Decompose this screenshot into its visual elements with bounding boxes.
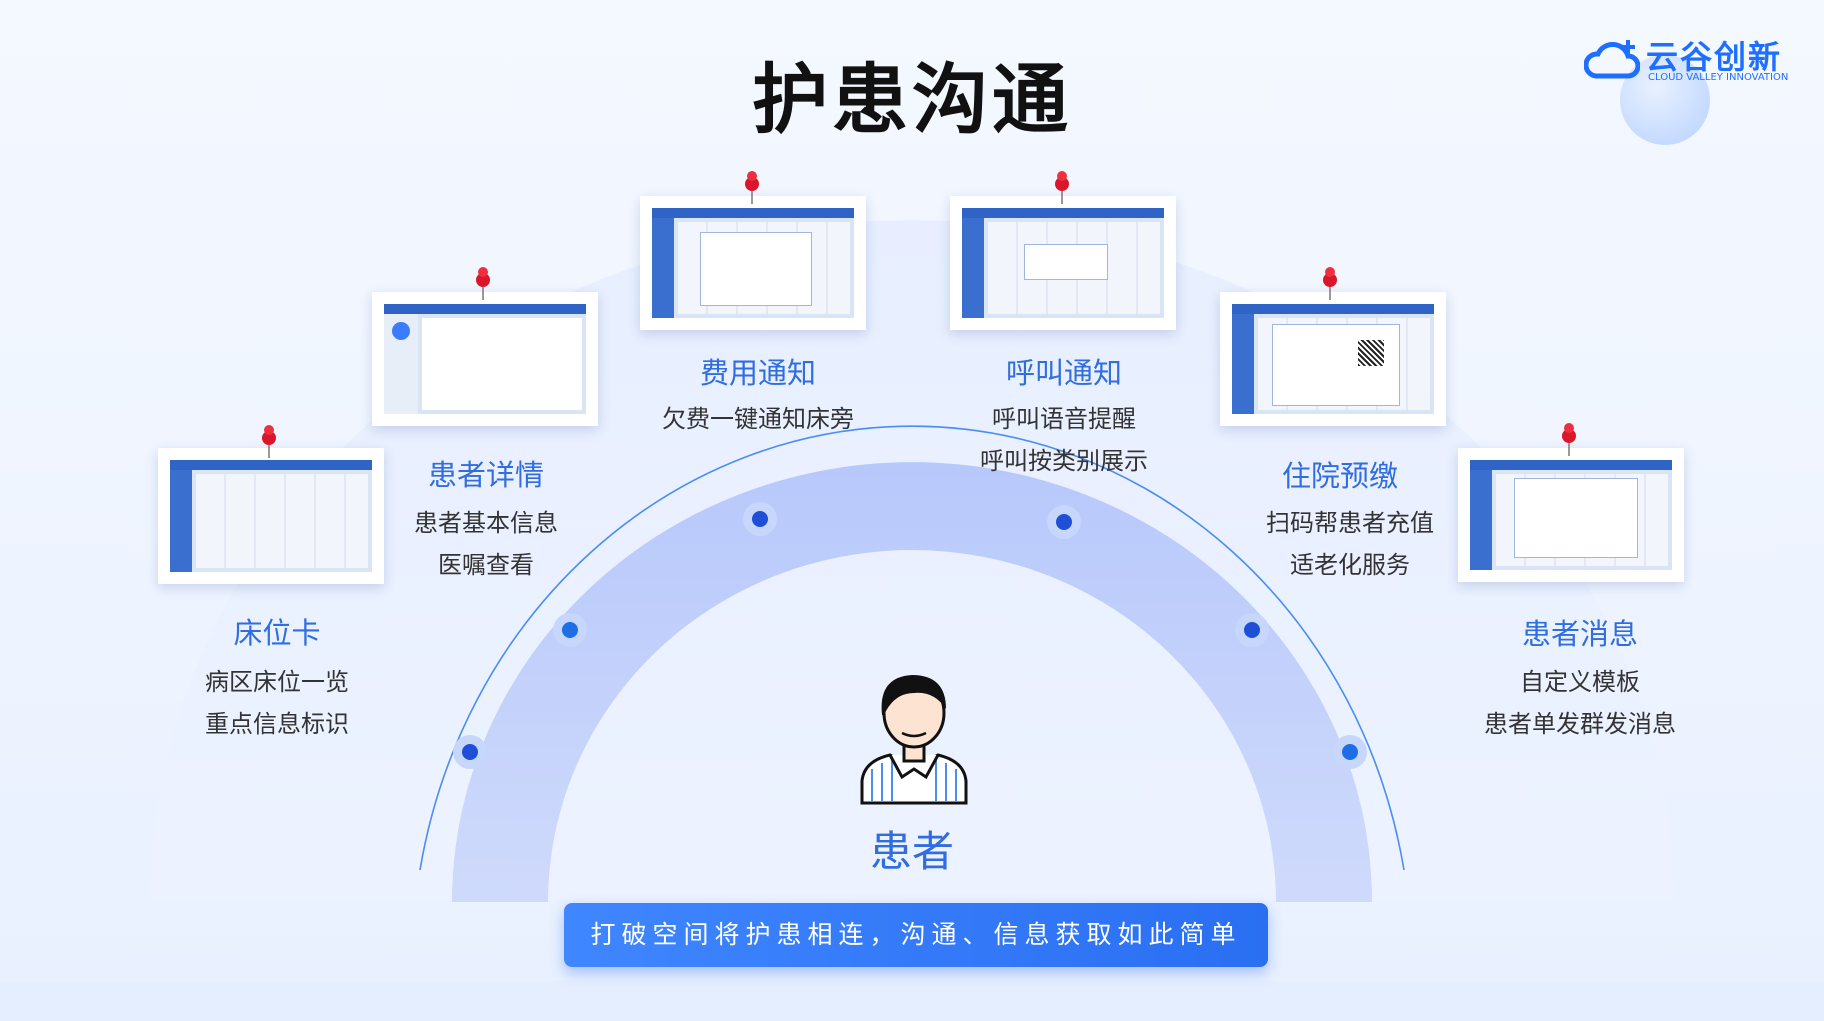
- thin-arc: [419, 425, 1405, 871]
- pushpin-icon: [1055, 171, 1069, 204]
- logo: 云谷创新 CLOUD VALLEY INNOVATION: [1584, 30, 1794, 90]
- feature-title-patient-detail: 患者详情: [427, 458, 544, 492]
- pushpin-icon: [745, 171, 759, 204]
- feature-desc-bed-card-1: 病区床位一览: [205, 668, 349, 696]
- arc-dots: [453, 502, 1367, 769]
- thick-band-arc: [452, 462, 1372, 902]
- feature-title-bed-card: 床位卡: [233, 616, 321, 650]
- feature-desc-patient-detail-1: 患者基本信息: [414, 509, 558, 537]
- logo-text-en: CLOUD VALLEY INNOVATION: [1648, 72, 1789, 83]
- logo-text-cn: 云谷创新: [1646, 38, 1783, 76]
- slogan-banner: 打破空间将护患相连，沟通、信息获取如此简单: [564, 903, 1268, 967]
- patient-detail-screenshot: [372, 292, 598, 426]
- feature-desc-call-notice-1: 呼叫语音提醒: [992, 405, 1136, 433]
- center-patient-label: 患者: [869, 827, 954, 876]
- patient-message-screenshot: [1458, 448, 1684, 582]
- feature-desc-patient-message-1: 自定义模板: [1520, 668, 1640, 696]
- patient-avatar-icon: [860, 675, 968, 805]
- call-notice-screenshot: [950, 196, 1176, 330]
- bed-card-screenshot: [158, 448, 384, 584]
- prepay-screenshot: [1220, 292, 1446, 426]
- page-title: 护患沟通: [752, 55, 1072, 144]
- bottom-band: [0, 981, 1824, 1021]
- pushpin-icon: [262, 425, 276, 458]
- feature-title-fee-notice: 费用通知: [699, 356, 816, 390]
- feature-title-patient-message: 患者消息: [1521, 617, 1638, 651]
- pushpin-icon: [1562, 423, 1576, 456]
- fee-notice-screenshot: [640, 196, 866, 330]
- feature-title-call-notice: 呼叫通知: [1005, 356, 1122, 390]
- cloud-plus-icon: [1584, 40, 1640, 79]
- feature-desc-patient-message-2: 患者单发群发消息: [1484, 710, 1676, 738]
- feature-desc-prepay-1: 扫码帮患者充值: [1266, 509, 1434, 537]
- feature-desc-prepay-2: 适老化服务: [1290, 551, 1410, 579]
- feature-desc-patient-detail-2: 医嘱查看: [438, 551, 534, 579]
- feature-desc-bed-card-2: 重点信息标识: [205, 710, 349, 738]
- feature-desc-call-notice-2: 呼叫按类别展示: [980, 447, 1148, 475]
- feature-title-prepay: 住院预缴: [1281, 459, 1398, 493]
- pushpin-icon: [476, 267, 490, 300]
- feature-desc-fee-notice-1: 欠费一键通知床旁: [662, 405, 854, 433]
- pushpin-icon: [1323, 267, 1337, 300]
